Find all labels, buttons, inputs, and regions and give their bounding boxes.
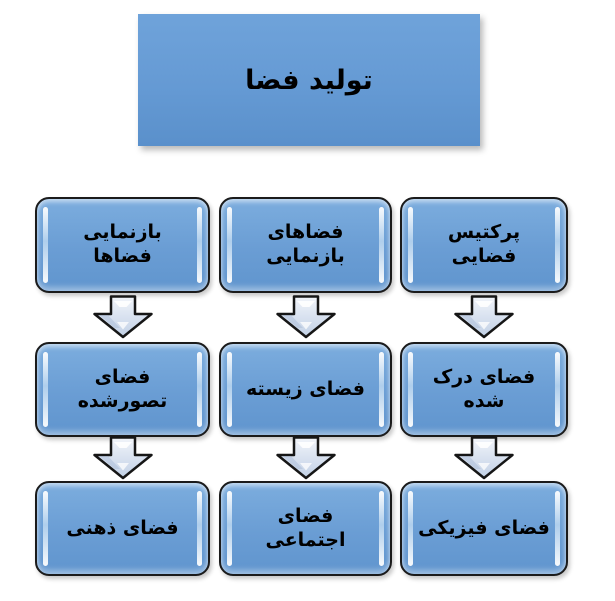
node-spaces-of-representation: فضاهای بازنمایی [219, 197, 392, 293]
node-spatial-practice: پرکتیس فضایی [400, 197, 568, 293]
node-label: فضای ذهنی [66, 516, 179, 539]
node-label: فضای فیزیکی [418, 516, 550, 539]
node-representations-of-space: بازنمایی فضاها [35, 197, 210, 293]
title-production-of-space: تولید فضا [138, 14, 480, 146]
down-arrow-icon [454, 295, 514, 339]
node-conceived-space: فضای تصورشده [35, 342, 210, 437]
node-label: فضای اجتماعی [265, 504, 346, 551]
node-mental-space: فضای ذهنی [35, 481, 210, 576]
down-arrow-icon [93, 436, 153, 480]
down-arrow-icon [276, 295, 336, 339]
node-label: فضاهای بازنمایی [266, 221, 345, 267]
node-physical-space: فضای فیزیکی [400, 481, 568, 576]
node-label: بازنمایی فضاها [83, 221, 162, 267]
node-label: فضای زیسته [245, 377, 365, 400]
node-label: پرکتیس فضایی [447, 221, 521, 267]
down-arrow-icon [93, 295, 153, 339]
diagram-title: تولید فضا [245, 64, 373, 96]
node-label: فضای تصورشده [77, 365, 168, 412]
node-social-space: فضای اجتماعی [219, 481, 392, 576]
down-arrow-icon [276, 436, 336, 480]
node-label: فضای درک شده [432, 365, 536, 412]
down-arrow-icon [454, 436, 514, 480]
node-lived-space: فضای زیسته [219, 342, 392, 437]
node-perceived-space: فضای درک شده [400, 342, 568, 437]
